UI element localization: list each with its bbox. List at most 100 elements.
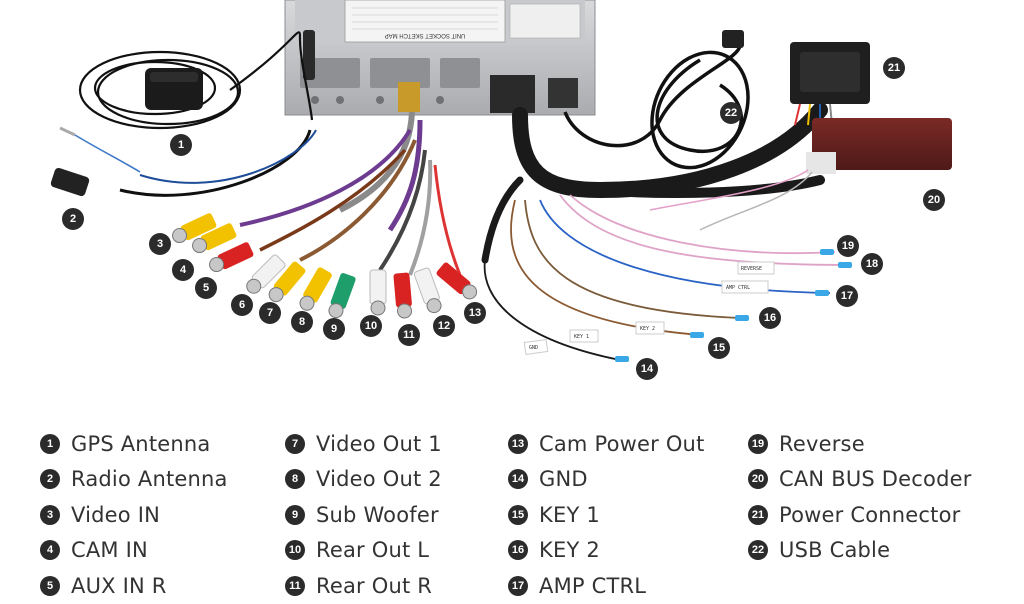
legend-number: 2 [40, 469, 60, 490]
legend-label: GPS Antenna [71, 431, 211, 456]
svg-text:13: 13 [469, 307, 481, 319]
legend-number: 21 [748, 504, 768, 525]
legend-item: 15 KEY 1 [508, 497, 705, 533]
legend-item: 14 GND [508, 462, 705, 498]
rca-13 [436, 262, 478, 300]
legend-number: 7 [285, 433, 305, 454]
legend-number: 17 [508, 575, 528, 596]
svg-text:5: 5 [203, 282, 209, 294]
legend-label: AMP CTRL [539, 573, 647, 598]
svg-text:3: 3 [157, 238, 163, 250]
callout-8: 8 [291, 311, 313, 333]
rca-9 [328, 273, 356, 319]
rca-12 [413, 267, 442, 314]
svg-text:4: 4 [180, 264, 187, 276]
legend-label: Video IN [71, 502, 161, 527]
wire-tips [615, 249, 852, 362]
callout-7: 7 [259, 302, 281, 324]
rca-6 [246, 254, 286, 294]
usb-plug [722, 30, 744, 48]
signal-wires [483, 194, 851, 361]
callout-17: 17 [836, 285, 858, 307]
svg-text:10: 10 [365, 320, 377, 332]
wire-tags: GND KEY 1 KEY 2 AMP CTRL REVERSE [523, 261, 775, 356]
rca-7 [268, 261, 306, 303]
svg-text:8: 8 [299, 316, 305, 328]
tag-key2: KEY 2 [640, 326, 655, 332]
svg-text:20: 20 [928, 194, 940, 206]
rca-8 [299, 267, 332, 311]
svg-text:11: 11 [403, 329, 415, 341]
legend-number: 22 [748, 540, 768, 561]
legend-label: Video Out 1 [316, 431, 442, 456]
rca-4 [192, 223, 237, 254]
legend-number: 14 [508, 469, 528, 490]
callout-18: 18 [861, 253, 883, 275]
legend-number: 11 [285, 575, 305, 596]
legend-number: 15 [508, 504, 528, 525]
legend-label: CAM IN [71, 538, 148, 563]
rca-3 [172, 213, 217, 244]
callout-9: 9 [323, 318, 345, 340]
tag-gnd: GND [529, 345, 538, 351]
tag-reverse: REVERSE [741, 266, 762, 272]
legend-number: 10 [285, 540, 305, 561]
legend-number: 5 [40, 575, 60, 596]
legend-label: Power Connector [779, 502, 961, 527]
legend-number: 4 [40, 540, 60, 561]
socket-map-title: UNIT SOCKET SKETCH MAP [385, 32, 466, 38]
svg-text:21: 21 [888, 62, 900, 74]
legend-item: 11 Rear Out R [285, 568, 442, 604]
svg-text:12: 12 [438, 320, 450, 332]
legend-item: 17 AMP CTRL [508, 568, 705, 604]
legend-label: Radio Antenna [71, 467, 228, 492]
callout-10: 10 [360, 315, 382, 337]
legend-number: 13 [508, 433, 528, 454]
svg-text:6: 6 [239, 299, 245, 311]
svg-text:2: 2 [70, 213, 76, 225]
legend-label: KEY 2 [539, 538, 600, 563]
svg-text:1: 1 [178, 139, 184, 151]
callout-16: 16 [759, 307, 781, 329]
callout-4: 4 [172, 259, 194, 281]
svg-text:14: 14 [641, 363, 654, 375]
legend-label: GND [539, 467, 588, 492]
legend-label: Rear Out R [316, 573, 433, 598]
callout-13: 13 [464, 302, 486, 324]
legend-number: 9 [285, 504, 305, 525]
power-connector [790, 42, 870, 126]
legend-label: CAN BUS Decoder [779, 467, 972, 492]
svg-text:22: 22 [725, 107, 737, 119]
callout-2: 2 [62, 208, 84, 230]
svg-text:16: 16 [764, 312, 776, 324]
legend-label: KEY 1 [539, 502, 600, 527]
can-bus-decoder [649, 118, 952, 231]
rca-11 [393, 272, 413, 319]
callout-21: 21 [883, 57, 905, 79]
callout-3: 3 [149, 233, 171, 255]
legend-item: 4 CAM IN [40, 533, 228, 569]
callout-19: 19 [837, 235, 859, 257]
callouts: 1 2 3 4 5 6 7 8 9 10 11 12 13 14 15 16 1… [62, 57, 945, 380]
head-unit: UNIT SOCKET SKETCH MAP [284, 0, 596, 116]
legend-item: 2 Radio Antenna [40, 462, 228, 498]
radio-antenna-cable [50, 126, 317, 197]
rca-connectors [172, 213, 478, 319]
legend-label: Video Out 2 [316, 467, 442, 492]
legend-label: Rear Out L [316, 538, 430, 563]
rca-5 [209, 242, 254, 273]
gps-antenna [78, 31, 314, 130]
